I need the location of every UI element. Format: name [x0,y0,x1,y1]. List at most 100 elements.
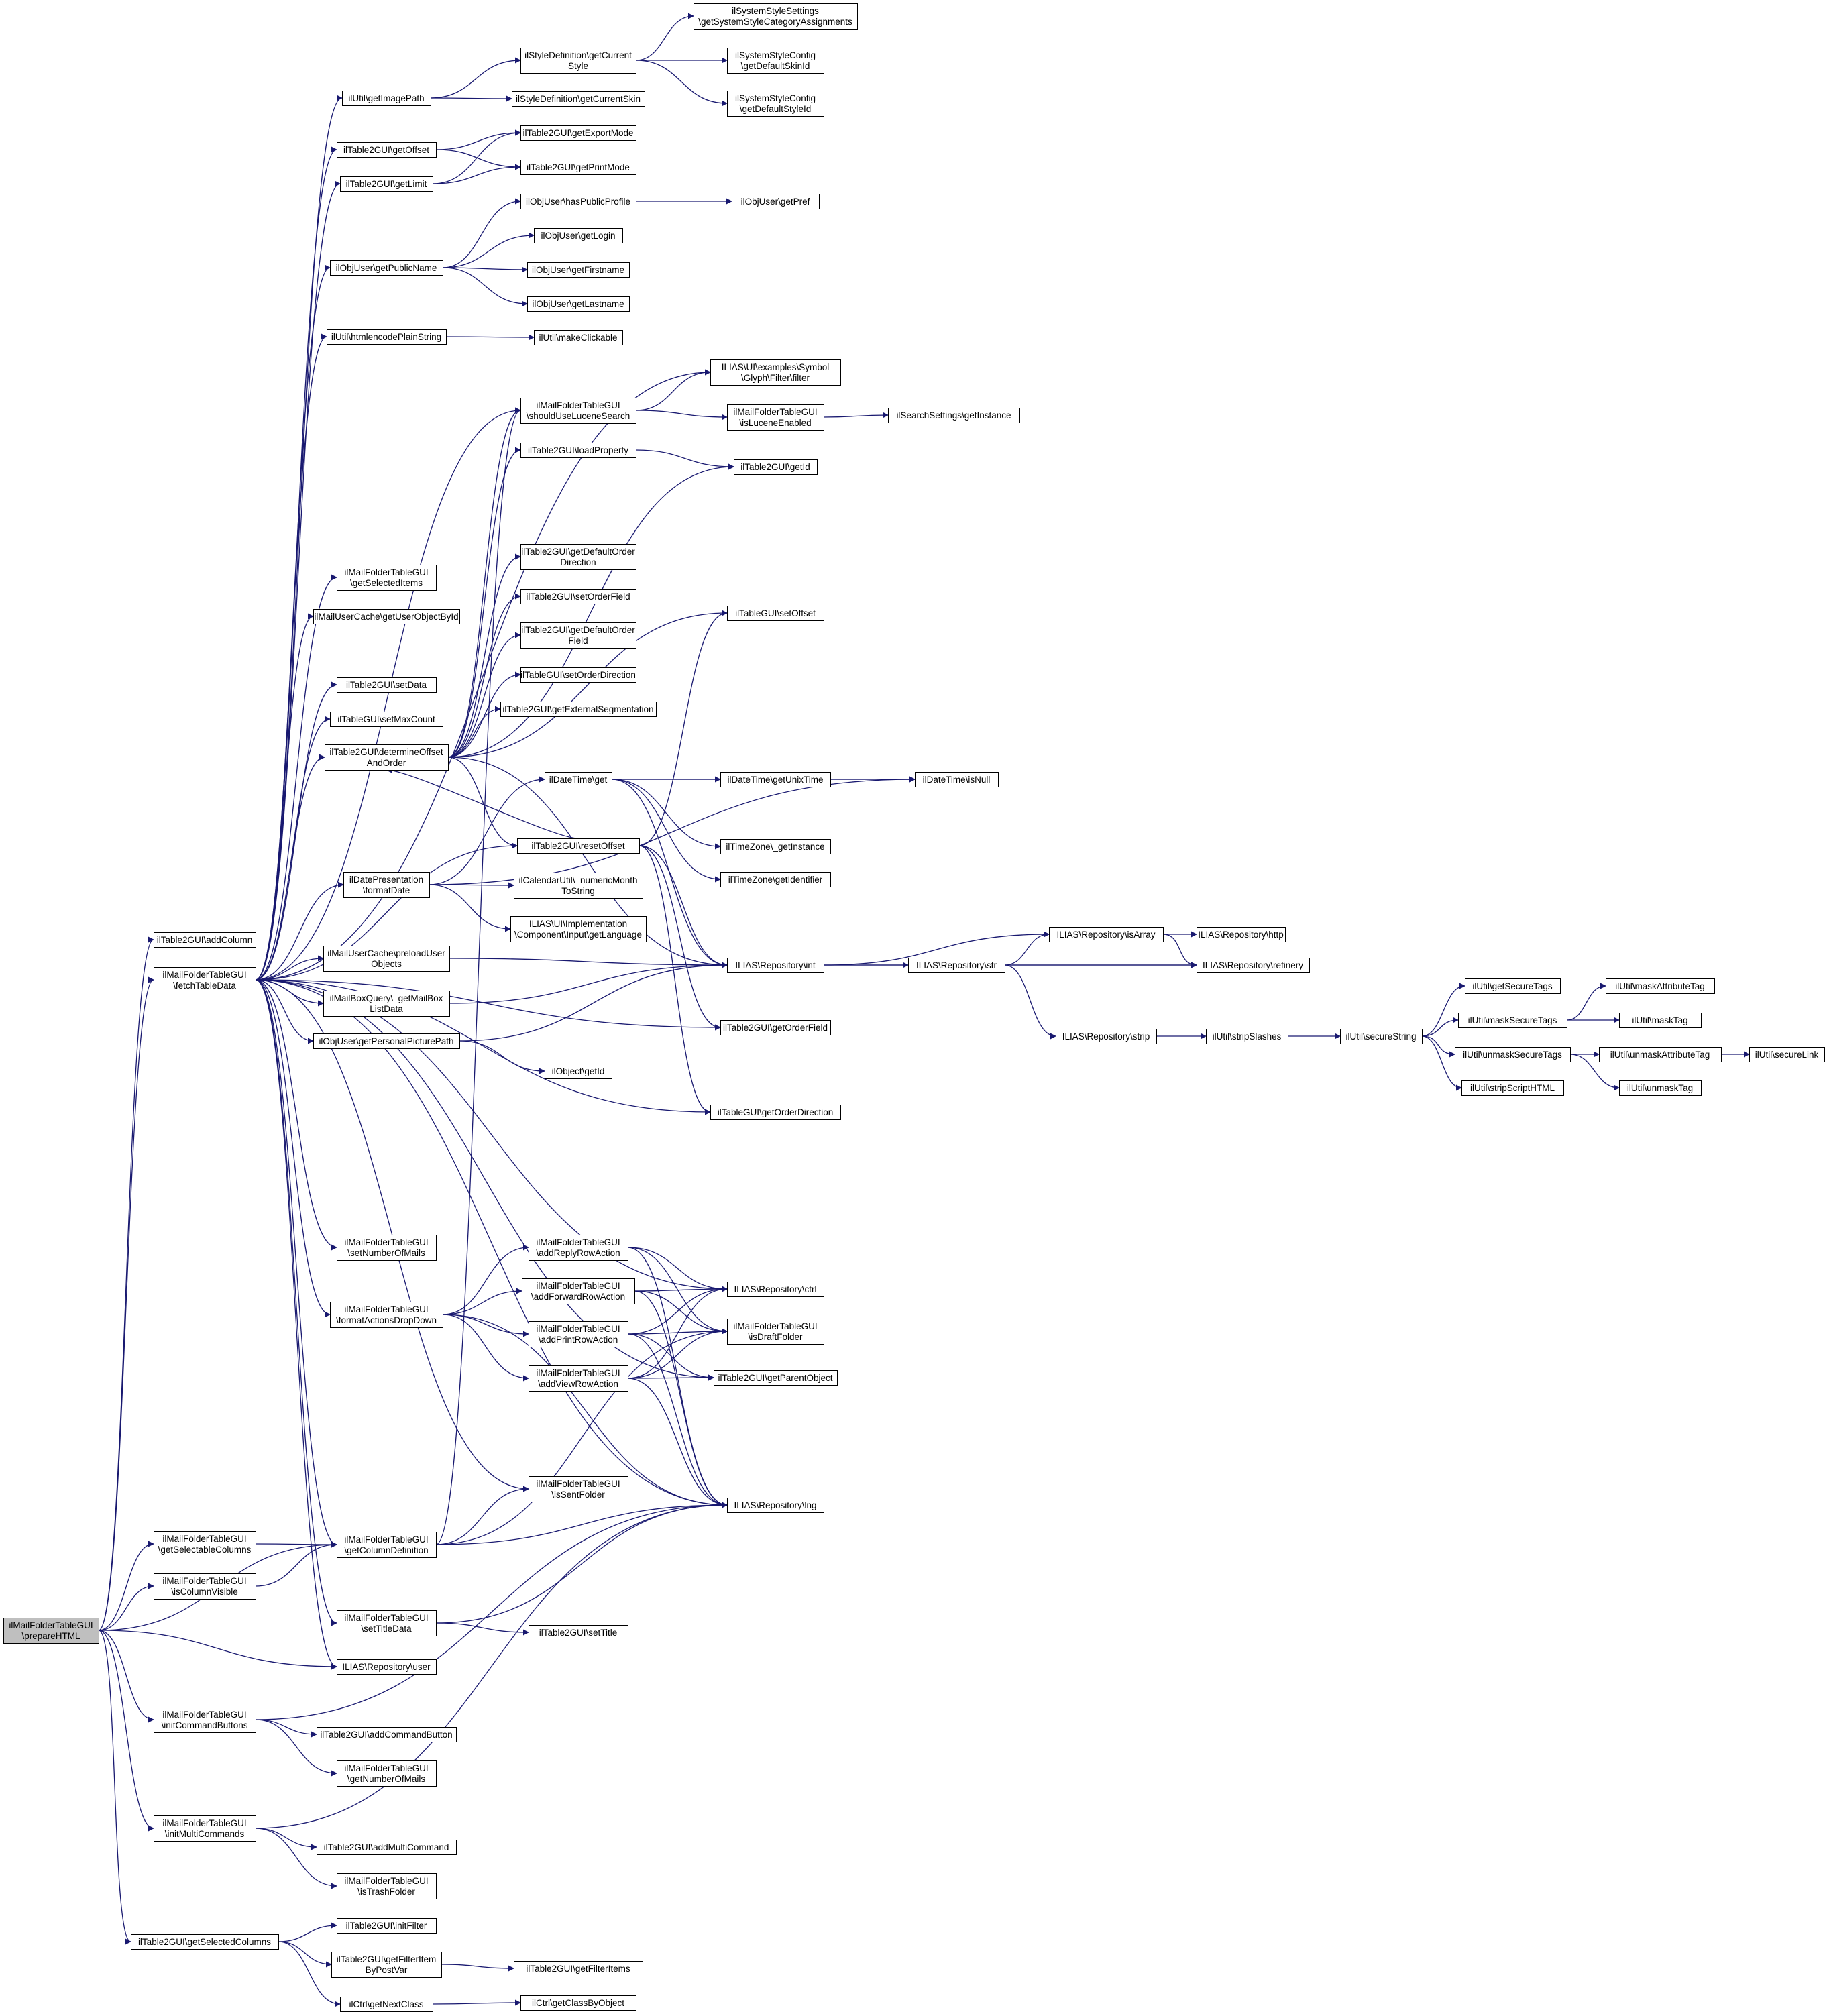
node-box [534,228,623,243]
graph-node[interactable]: ilObject\getId [545,1064,612,1079]
graph-node[interactable]: ilTable2GUI\addMultiCommand [317,1840,457,1855]
graph-node[interactable]: ilDatePresentation\formatDate [343,872,430,898]
graph-node[interactable]: ilSystemStyleConfig\getDefaultSkinId [727,48,824,74]
graph-node[interactable]: ilMailFolderTableGUI\getSelectableColumn… [154,1531,256,1557]
graph-node[interactable]: ilMailFolderTableGUI\isLuceneEnabled [727,404,824,431]
graph-node[interactable]: ilMailFolderTableGUI\initMultiCommands [154,1815,256,1842]
graph-node[interactable]: ilObjUser\getFirstname [527,262,630,278]
graph-node[interactable]: ilDateTime\getUnixTime [720,772,831,787]
graph-node[interactable]: ilUtil\maskSecureTags [1458,1013,1567,1028]
graph-node[interactable]: ilMailFolderTableGUI\prepareHTML [3,1618,99,1644]
graph-node[interactable]: ilMailFolderTableGUI\getColumnDefinition [337,1532,437,1558]
graph-node[interactable]: ilDateTime\isNull [915,772,999,787]
graph-node[interactable]: ilTable2GUI\resetOffset [517,838,640,854]
graph-node[interactable]: ILIAS\Repository\refinery [1197,958,1310,973]
graph-node[interactable]: ilMailFolderTableGUI\addPrintRowAction [529,1321,628,1347]
graph-node[interactable]: ilTableGUI\getOrderDirection [710,1105,841,1120]
graph-node[interactable]: ILIAS\UI\Implementation\Component\Input\… [510,916,647,942]
graph-node[interactable]: ilSystemStyleSettings\getSystemStyleCate… [694,3,858,30]
graph-node[interactable]: ilTableGUI\setOrderDirection [520,667,636,683]
graph-node[interactable]: ILIAS\Repository\strip [1056,1029,1157,1044]
graph-node[interactable]: ILIAS\Repository\int [727,958,824,973]
graph-node[interactable]: ilDateTime\get [545,772,612,787]
graph-node[interactable]: ilMailFolderTableGUI\isColumnVisible [154,1573,256,1600]
graph-node[interactable]: ilTableGUI\setOffset [727,606,824,621]
graph-node[interactable]: ilMailFolderTableGUI\setTitleData [337,1610,437,1636]
graph-node[interactable]: ILIAS\Repository\user [337,1659,437,1675]
graph-node[interactable]: ilMailFolderTableGUI\addForwardRowAction [522,1278,635,1304]
graph-node[interactable]: ilUtil\secureString [1340,1029,1423,1044]
graph-node[interactable]: ILIAS\Repository\lng [727,1498,824,1513]
graph-node[interactable]: ilTable2GUI\getOffset [337,142,437,158]
graph-node[interactable]: ilTable2GUI\addCommandButton [317,1727,457,1742]
graph-node[interactable]: ilTable2GUI\getExportMode [520,125,636,141]
graph-node[interactable]: ilUtil\secureLink [1749,1047,1825,1062]
graph-node[interactable]: ilTable2GUI\getFilterItems [514,1961,643,1976]
graph-node[interactable]: ilTable2GUI\getLimit [340,176,433,192]
graph-node[interactable]: ilUtil\unmaskSecureTags [1455,1047,1571,1062]
graph-node[interactable]: ilUtil\getImagePath [342,91,431,106]
graph-node[interactable]: ilTimeZone\getIdentifier [720,872,831,887]
graph-node[interactable]: ilUtil\stripScriptHTML [1461,1080,1564,1096]
graph-node[interactable]: ILIAS\Repository\isArray [1049,927,1164,942]
graph-node[interactable]: ilTable2GUI\setOrderField [520,589,636,604]
graph-node[interactable]: ilTable2GUI\initFilter [337,1918,437,1934]
graph-node[interactable]: ilObjUser\getLastname [527,296,630,312]
graph-node[interactable]: ilUtil\unmaskAttributeTag [1599,1047,1722,1062]
graph-node[interactable]: ilMailFolderTableGUI\fetchTableData [154,967,256,993]
graph-node[interactable]: ilTable2GUI\getOrderField [720,1020,831,1035]
graph-node[interactable]: ilUtil\getSecureTags [1465,978,1561,994]
graph-node[interactable]: ilTable2GUI\setData [337,677,437,693]
graph-node[interactable]: ilTable2GUI\getId [734,459,818,475]
graph-node[interactable]: ilMailUserCache\getUserObjectById [313,609,460,624]
graph-node[interactable]: ilMailFolderTableGUI\addReplyRowAction [529,1235,628,1261]
graph-node[interactable]: ilTable2GUI\setTitle [529,1625,628,1640]
graph-node[interactable]: ilUtil\makeClickable [534,330,623,345]
graph-node[interactable]: ilTableGUI\setMaxCount [330,712,443,727]
graph-node[interactable]: ilObjUser\getPref [732,194,820,209]
graph-node[interactable]: ilUtil\maskTag [1619,1013,1702,1028]
graph-node[interactable]: ilUtil\unmaskTag [1619,1080,1702,1096]
graph-node[interactable]: ilSystemStyleConfig\getDefaultStyleId [727,91,824,117]
graph-node[interactable]: ILIAS\UI\examples\Symbol\Glyph\Filter\fi… [710,359,841,386]
graph-node[interactable]: ilMailFolderTableGUI\getSelectedItems [337,565,437,591]
graph-node[interactable]: ilTable2GUI\getSelectedColumns [131,1934,279,1950]
graph-node[interactable]: ilMailFolderTableGUI\getNumberOfMails [337,1760,437,1787]
graph-node[interactable]: ilCtrl\getClassByObject [520,1995,636,2011]
graph-node[interactable]: ilUtil\maskAttributeTag [1606,978,1715,994]
graph-node[interactable]: ilCtrl\getNextClass [340,1997,433,2012]
graph-node[interactable]: ilObjUser\getPublicName [330,260,443,276]
graph-node[interactable]: ilMailFolderTableGUI\addViewRowAction [529,1365,628,1392]
graph-node[interactable]: ILIAS\Repository\str [908,958,1005,973]
graph-node[interactable]: ilStyleDefinition\getCurrentSkin [512,91,645,107]
graph-node[interactable]: ILIAS\Repository\http [1197,927,1286,942]
graph-node[interactable]: ILIAS\Repository\ctrl [727,1282,824,1297]
graph-node[interactable]: ilUtil\htmlencodePlainString [327,329,447,345]
graph-node[interactable]: ilTable2GUI\getParentObject [714,1370,838,1386]
graph-node[interactable]: ilMailFolderTableGUI\isTrashFolder [337,1873,437,1899]
graph-node[interactable]: ilUtil\stripSlashes [1206,1029,1288,1044]
graph-node[interactable]: ilMailFolderTableGUI\formatActionsDropDo… [330,1302,443,1328]
graph-node[interactable]: ilObjUser\hasPublicProfile [520,194,636,209]
graph-node[interactable]: ilSearchSettings\getInstance [888,408,1020,423]
graph-node[interactable]: ilMailFolderTableGUI\isSentFolder [529,1476,628,1502]
graph-node[interactable]: ilTable2GUI\addColumn [154,932,256,948]
graph-node[interactable]: ilMailFolderTableGUI\isDraftFolder [727,1319,824,1345]
graph-node[interactable]: ilObjUser\getLogin [534,228,623,243]
graph-node[interactable]: ilTimeZone\_getInstance [720,839,831,854]
graph-node[interactable]: ilMailFolderTableGUI\initCommandButtons [154,1707,256,1733]
graph-node[interactable]: ilMailFolderTableGUI\setNumberOfMails [337,1235,437,1261]
graph-node[interactable]: ilTable2GUI\getPrintMode [520,160,636,175]
graph-node[interactable]: ilTable2GUI\loadProperty [520,443,636,458]
graph-node[interactable]: ilObjUser\getPersonalPicturePath [313,1033,460,1049]
graph-node[interactable]: ilTable2GUI\getExternalSegmentation [500,702,657,717]
graph-node[interactable]: ilMailFolderTableGUI\shouldUseLuceneSear… [520,398,636,424]
